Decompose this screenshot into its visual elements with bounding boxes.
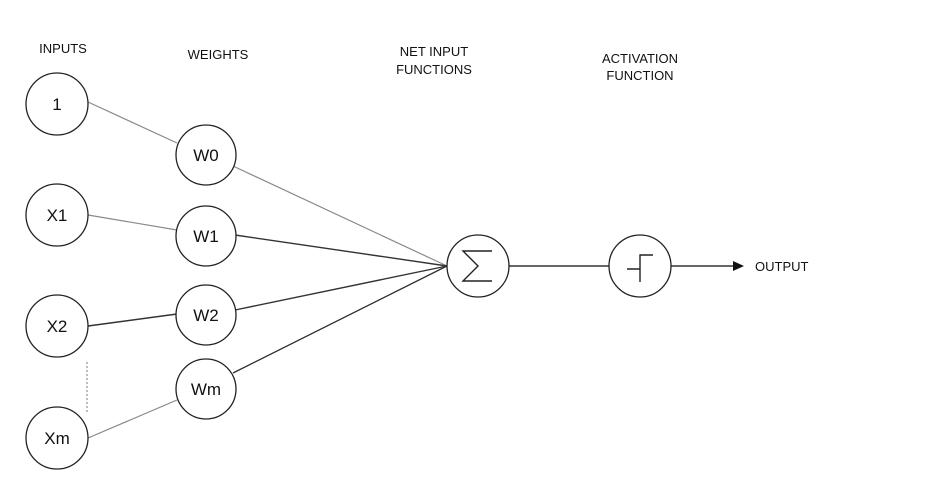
- edge-input-x1-to-w1: [87, 214, 178, 231]
- edge-w0-to-summation: [232, 165, 448, 267]
- weights-header: WEIGHTS: [188, 47, 249, 62]
- edge-wm-to-summation: [232, 265, 448, 374]
- activation-header-line2: FUNCTION: [606, 68, 673, 83]
- net-input-header-line1: NET INPUT: [400, 44, 468, 59]
- input-node-xm: Xm: [25, 406, 89, 470]
- edge-w2-to-summation: [234, 265, 448, 311]
- output-label: OUTPUT: [755, 259, 809, 274]
- edge-input-1-to-w0: [87, 101, 178, 144]
- input-node-label: Xm: [44, 429, 70, 448]
- inputs-header: INPUTS: [39, 41, 87, 56]
- edge-w1-to-summation: [234, 234, 448, 267]
- step-function-icon: [627, 254, 653, 282]
- weight-node-w2: W2: [175, 284, 237, 346]
- activation-header-line1: ACTIVATION: [602, 51, 678, 66]
- input-node-label: X2: [47, 317, 68, 336]
- weight-node-label: Wm: [191, 380, 221, 399]
- summation-node: [446, 234, 510, 298]
- weight-node-w0: W0: [175, 124, 237, 186]
- output-arrowhead: [733, 261, 744, 271]
- input-node-x1: X1: [25, 183, 89, 247]
- edge-input-xm-to-wm: [87, 399, 178, 439]
- weight-node-w1: W1: [175, 205, 237, 267]
- weight-node-label: W2: [193, 306, 219, 325]
- net-input-header-line2: FUNCTIONS: [396, 62, 472, 77]
- weight-node-label: W1: [193, 227, 219, 246]
- weight-node-wm: Wm: [175, 358, 237, 420]
- activation-node: [608, 234, 672, 298]
- input-node-1: 1: [25, 72, 89, 136]
- summation-icon: [461, 250, 492, 282]
- edge-input-x2-to-w2: [87, 313, 178, 327]
- input-node-label: 1: [52, 95, 61, 114]
- weight-node-label: W0: [193, 146, 219, 165]
- input-node-label: X1: [47, 206, 68, 225]
- input-node-x2: X2: [25, 294, 89, 358]
